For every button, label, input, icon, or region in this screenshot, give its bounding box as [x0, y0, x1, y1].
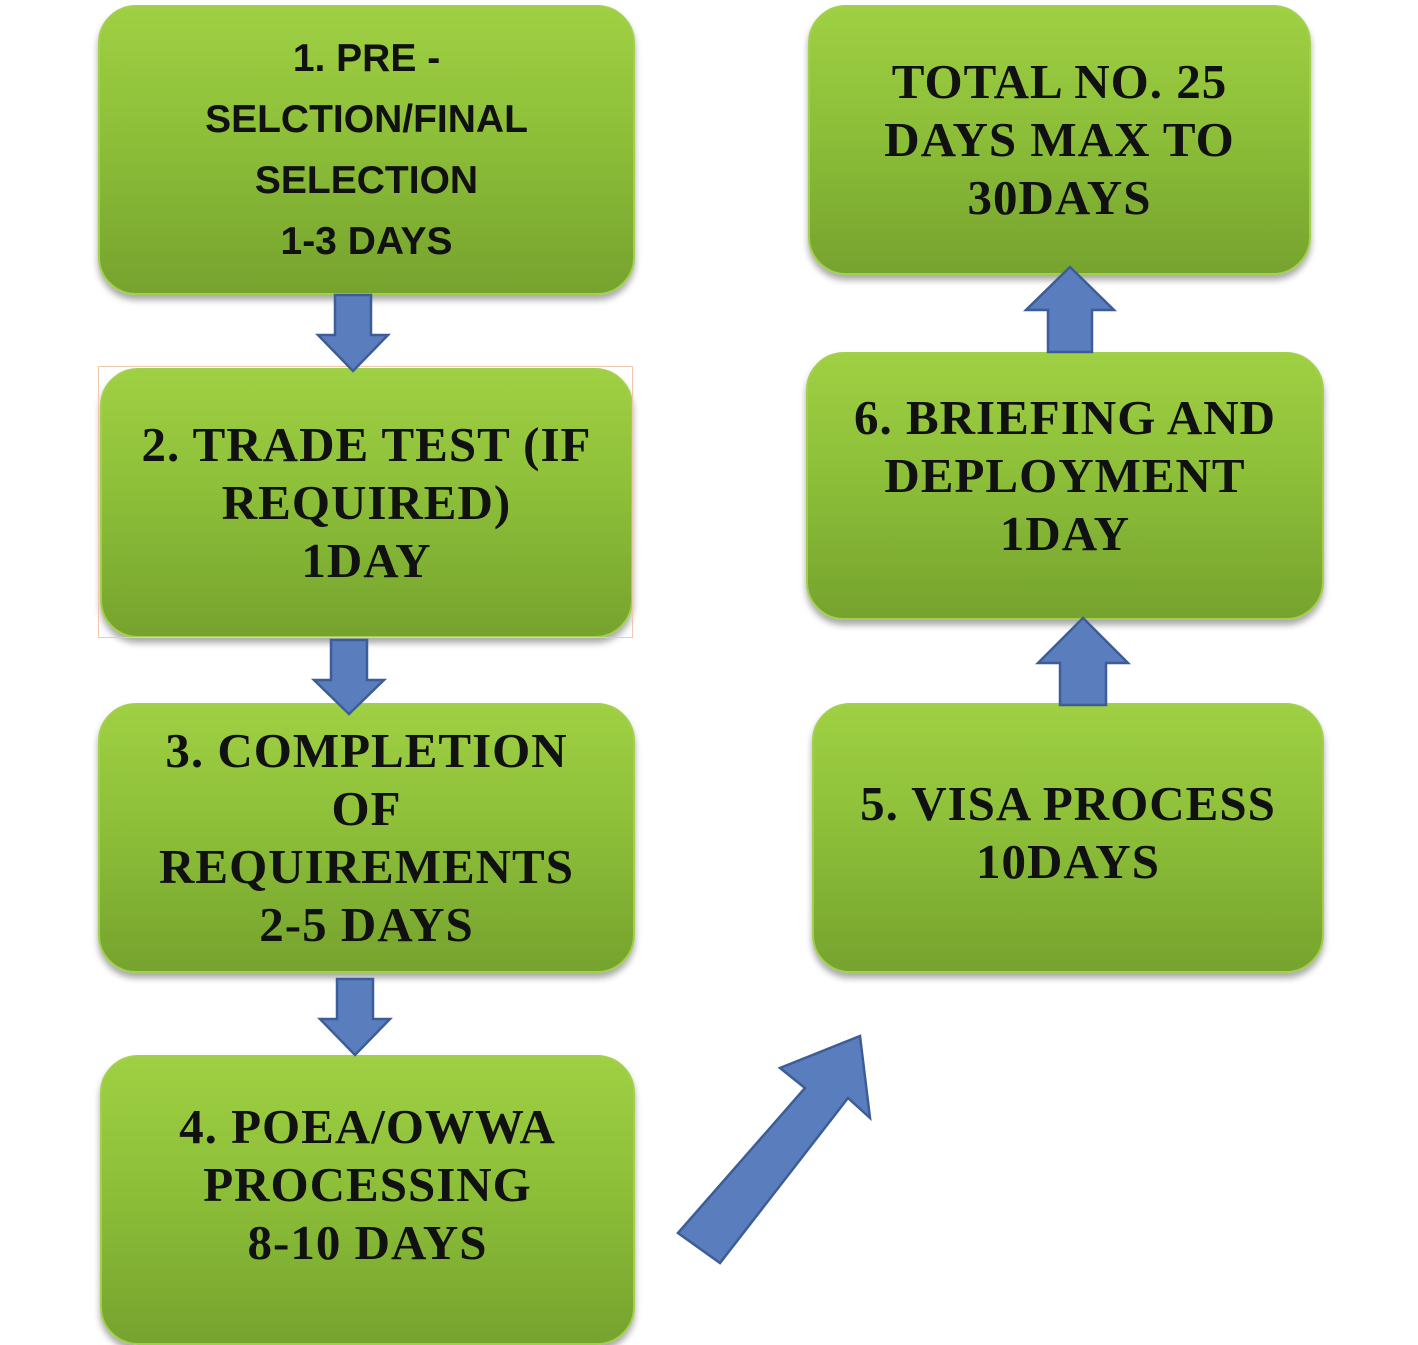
- arrow-up-5-6: [1034, 616, 1132, 707]
- step-1-box: 1. PRE - SELCTION/FINAL SELECTION 1-3 DA…: [98, 5, 635, 295]
- step-1-line-3: SELECTION: [254, 159, 479, 202]
- step-2-line-2: REQUIRED): [221, 475, 512, 530]
- step-4-box: 4. POEA/OWWA PROCESSING 8-10 DAYS: [100, 1055, 635, 1345]
- step-2-line-3: 1DAY: [301, 533, 432, 588]
- arrow-down-1-2: [315, 293, 391, 373]
- step-1-line-2: SELCTION/FINAL: [205, 98, 528, 141]
- step-6-line-2: DEPLOYMENT: [884, 448, 1246, 503]
- step-5-box: 5. VISA PROCESS 10DAYS: [812, 703, 1324, 973]
- step-5-line-1: 5. VISA PROCESS: [860, 776, 1276, 831]
- arrow-down-shape: [317, 977, 393, 1057]
- total-line-3: 30DAYS: [967, 170, 1152, 225]
- step-2-box: 2. TRADE TEST (IF REQUIRED) 1DAY: [100, 368, 633, 638]
- step-6-box: 6. BRIEFING AND DEPLOYMENT 1DAY: [806, 352, 1324, 620]
- step-3-line-3: REQUIREMENTS: [159, 839, 574, 894]
- step-6-line-1: 6. BRIEFING AND: [853, 390, 1277, 445]
- arrow-diagonal-4-5: [676, 1034, 872, 1265]
- arrow-down-2-3: [310, 638, 388, 716]
- arrow-up-6-total: [1022, 265, 1118, 354]
- step-4-line-1: 4. POEA/OWWA: [179, 1099, 556, 1154]
- step-1-line-4: 1-3 DAYS: [280, 220, 453, 263]
- total-line-1: TOTAL NO. 25: [891, 54, 1228, 109]
- step-6-line-3: 1DAY: [999, 506, 1131, 561]
- arrow-down-shape: [310, 638, 388, 716]
- arrow-diagonal-shape: [676, 1034, 872, 1265]
- total-box: TOTAL NO. 25 DAYS MAX TO 30DAYS: [808, 5, 1311, 275]
- step-4-line-3: 8-10 DAYS: [247, 1215, 488, 1270]
- step-3-line-2: OF: [331, 781, 402, 836]
- step-4-line-2: PROCESSING: [203, 1157, 532, 1212]
- arrow-up-shape: [1034, 616, 1132, 707]
- arrow-down-shape: [315, 293, 391, 373]
- step-1-line-1: 1. PRE -: [292, 37, 441, 80]
- total-line-2: DAYS MAX TO: [884, 112, 1235, 167]
- arrow-down-3-4: [317, 977, 393, 1057]
- step-5-line-2: 10DAYS: [976, 834, 1160, 889]
- step-3-line-4: 2-5 DAYS: [259, 897, 474, 952]
- step-3-line-1: 3. COMPLETION: [165, 723, 568, 778]
- step-3-box: 3. COMPLETION OF REQUIREMENTS 2-5 DAYS: [98, 703, 635, 973]
- step-2-line-1: 2. TRADE TEST (IF: [141, 417, 592, 472]
- arrow-up-shape: [1022, 265, 1118, 354]
